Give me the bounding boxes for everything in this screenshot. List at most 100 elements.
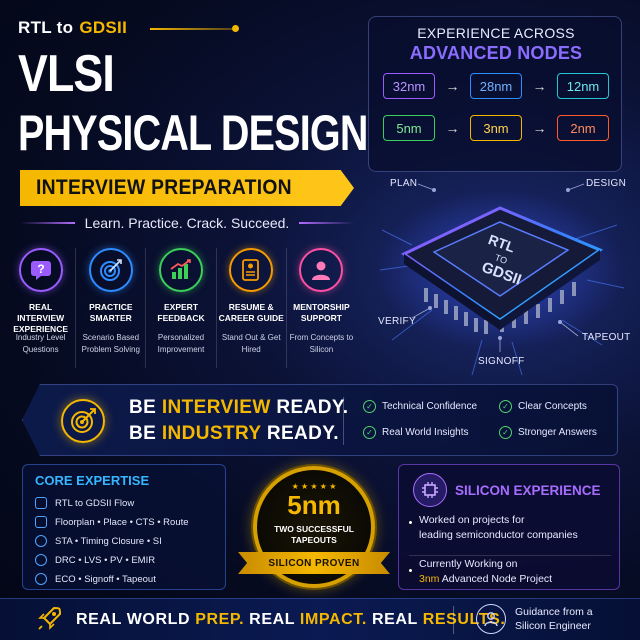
- label-signoff: SIGNOFF: [478, 356, 525, 367]
- nodes-row-1: 32nm → 28nm → 12nm: [383, 73, 609, 99]
- rtl-to-gdsii-label: RTL to GDSII: [18, 18, 127, 38]
- interview-preparation-banner: INTERVIEW PREPARATION: [20, 170, 354, 206]
- bullet: [409, 569, 412, 572]
- check-label: Clear Concepts: [518, 401, 587, 412]
- feature-practice-smarter: PRACTICE SMARTER Scenario Based Problem …: [76, 248, 147, 368]
- page-title-line1: VLSI: [18, 45, 115, 103]
- chip-icon: [413, 473, 447, 507]
- ready-word: BE: [129, 397, 162, 418]
- badge-subtitle: TWO SUCCESSFUL TAPEOUTS: [257, 524, 371, 547]
- ready-highlight: INTERVIEW: [161, 397, 271, 418]
- silicon-text: Advanced Node Project: [439, 573, 553, 586]
- core-item: ECO • Signoff • Tapeout: [35, 573, 156, 585]
- check-icon: ✓: [499, 400, 512, 413]
- tagline-row: Learn. Practice. Crack. Succeed.: [20, 215, 354, 231]
- header-accent-line: [150, 28, 236, 30]
- engineer-avatar-icon: [476, 604, 506, 634]
- feature-name: MENTORSHIP SUPPORT: [293, 302, 350, 324]
- layout-icon: [35, 516, 47, 528]
- nodes-row-2: 5nm → 3nm → 2nm: [383, 115, 609, 141]
- core-item: DRC • LVS • PV • EMIR: [35, 554, 155, 566]
- banner-text: INTERVIEW PREPARATION: [36, 176, 292, 199]
- check-item: ✓ Technical Confidence: [363, 400, 477, 413]
- rtl-word: RTL to: [18, 18, 74, 37]
- arrow-right-icon: →: [445, 120, 460, 136]
- guidance-line1: Guidance from a: [515, 606, 593, 618]
- feature-desc: Stand Out & Get Hired: [221, 333, 281, 354]
- label-design: DESIGN: [586, 178, 627, 189]
- silicon-point-1: Worked on projects for leading semicondu…: [419, 513, 578, 543]
- check-label: Technical Confidence: [382, 401, 478, 412]
- node-chip: 32nm: [383, 73, 435, 99]
- rocket-icon: [36, 604, 64, 637]
- footer-divider: [453, 606, 454, 634]
- nodes-title-line2: ADVANCED NODES: [409, 43, 583, 63]
- badge-sub-line1: TWO SUCCESSFUL: [274, 524, 354, 534]
- core-item-label: Floorplan • Place • CTS • Route: [55, 516, 189, 528]
- check-label: Real World Insights: [382, 427, 469, 438]
- feature-resume-career: RESUME & CAREER GUIDE Stand Out & Get Hi…: [217, 248, 287, 368]
- feature-name: RESUME & CAREER GUIDE: [218, 302, 284, 324]
- arrow-right-icon: →: [532, 120, 547, 136]
- ribbon-text: SILICON PROVEN: [268, 557, 360, 569]
- arrow-right-icon: →: [445, 78, 460, 94]
- core-item-label: DRC • LVS • PV • EMIR: [55, 554, 156, 566]
- label-verify: VERIFY: [378, 316, 416, 327]
- arrow-right-icon: →: [532, 78, 547, 94]
- footer-highlight: PREP.: [195, 611, 245, 628]
- check-item: ✓Stronger Answers: [499, 426, 597, 439]
- ready-word: READY.: [270, 397, 349, 418]
- nodes-title-line1: EXPERIENCE ACROSS: [417, 25, 575, 41]
- resume-icon: [229, 248, 274, 292]
- feature-desc: Industry Level Questions: [15, 333, 66, 354]
- chip-text-to: TO: [494, 252, 509, 266]
- footer-word: REAL: [244, 611, 300, 628]
- footer-slogan: REAL WORLD PREP. REAL IMPACT. REAL RESUL…: [76, 611, 505, 629]
- silicon-text: leading semiconductor companies: [419, 529, 578, 542]
- ready-headline: BE INTERVIEW READY. BE INDUSTRY READY.: [129, 395, 348, 446]
- node-chip: 12nm: [557, 73, 609, 99]
- feature-desc: Personalized Improvement: [157, 333, 205, 354]
- node-chip: 28nm: [470, 73, 522, 99]
- check-icon: ✓: [363, 426, 376, 439]
- core-item: RTL to GDSII Flow: [35, 497, 134, 509]
- feature-expert-feedback: EXPERT FEEDBACK Personalized Improvement: [146, 248, 217, 368]
- gdsii-word: GDSII: [79, 18, 128, 37]
- gear-icon: [35, 573, 47, 585]
- feature-name: REAL INTERVIEW EXPERIENCE: [13, 302, 68, 335]
- silicon-proven-ribbon: SILICON PROVEN: [238, 552, 390, 574]
- feature-name: PRACTICE SMARTER: [89, 302, 133, 324]
- badge-value: 5nm: [287, 490, 341, 520]
- chip-icon: [35, 497, 47, 509]
- guidance-text: Guidance from a Silicon Engineer: [515, 605, 593, 633]
- tagline-divider-right: [299, 222, 354, 224]
- ready-divider: [343, 397, 344, 445]
- chip-graphic: RTL TO GDSII: [375, 183, 625, 376]
- check-label: Stronger Answers: [518, 427, 597, 438]
- silicon-point-2: Currently Working on 3nm Advanced Node P…: [419, 557, 552, 587]
- core-item: STA • Timing Closure • SI: [35, 535, 162, 547]
- check-item: ✓ Clear Concepts: [499, 400, 587, 413]
- core-item-label: STA • Timing Closure • SI: [55, 535, 162, 547]
- feature-desc: From Concepts to Silicon: [289, 333, 354, 354]
- silicon-text: Worked on projects for: [419, 514, 525, 526]
- question-chat-icon: ?: [18, 248, 63, 292]
- check-icon: ✓: [363, 400, 376, 413]
- footer-bar: [0, 598, 640, 640]
- target-icon: [61, 399, 105, 443]
- feature-real-interview: ? REAL INTERVIEW EXPERIENCE Industry Lev…: [6, 248, 77, 368]
- footer-highlight: IMPACT.: [299, 611, 367, 628]
- bullet: [409, 521, 412, 524]
- silicon-node-highlight: 3nm: [419, 573, 440, 586]
- check-circle-icon: [35, 554, 47, 566]
- chip-illustration: RTL TO GDSII PLAN DESIGN VERIFY TAPEOUT …: [372, 170, 634, 380]
- core-expertise-card: CORE EXPERTISE RTL to GDSII Flow Floorpl…: [22, 464, 226, 590]
- features-row: ? REAL INTERVIEW EXPERIENCE Industry Lev…: [6, 248, 356, 368]
- growth-chart-icon: [159, 248, 203, 292]
- ready-word: BE: [129, 422, 162, 444]
- check-item: ✓ Real World Insights: [363, 426, 469, 439]
- node-chip: 3nm: [470, 115, 522, 141]
- silicon-experience-title: SILICON EXPERIENCE: [455, 483, 601, 498]
- clock-icon: [35, 535, 47, 547]
- core-item: Floorplan • Place • CTS • Route: [35, 516, 189, 528]
